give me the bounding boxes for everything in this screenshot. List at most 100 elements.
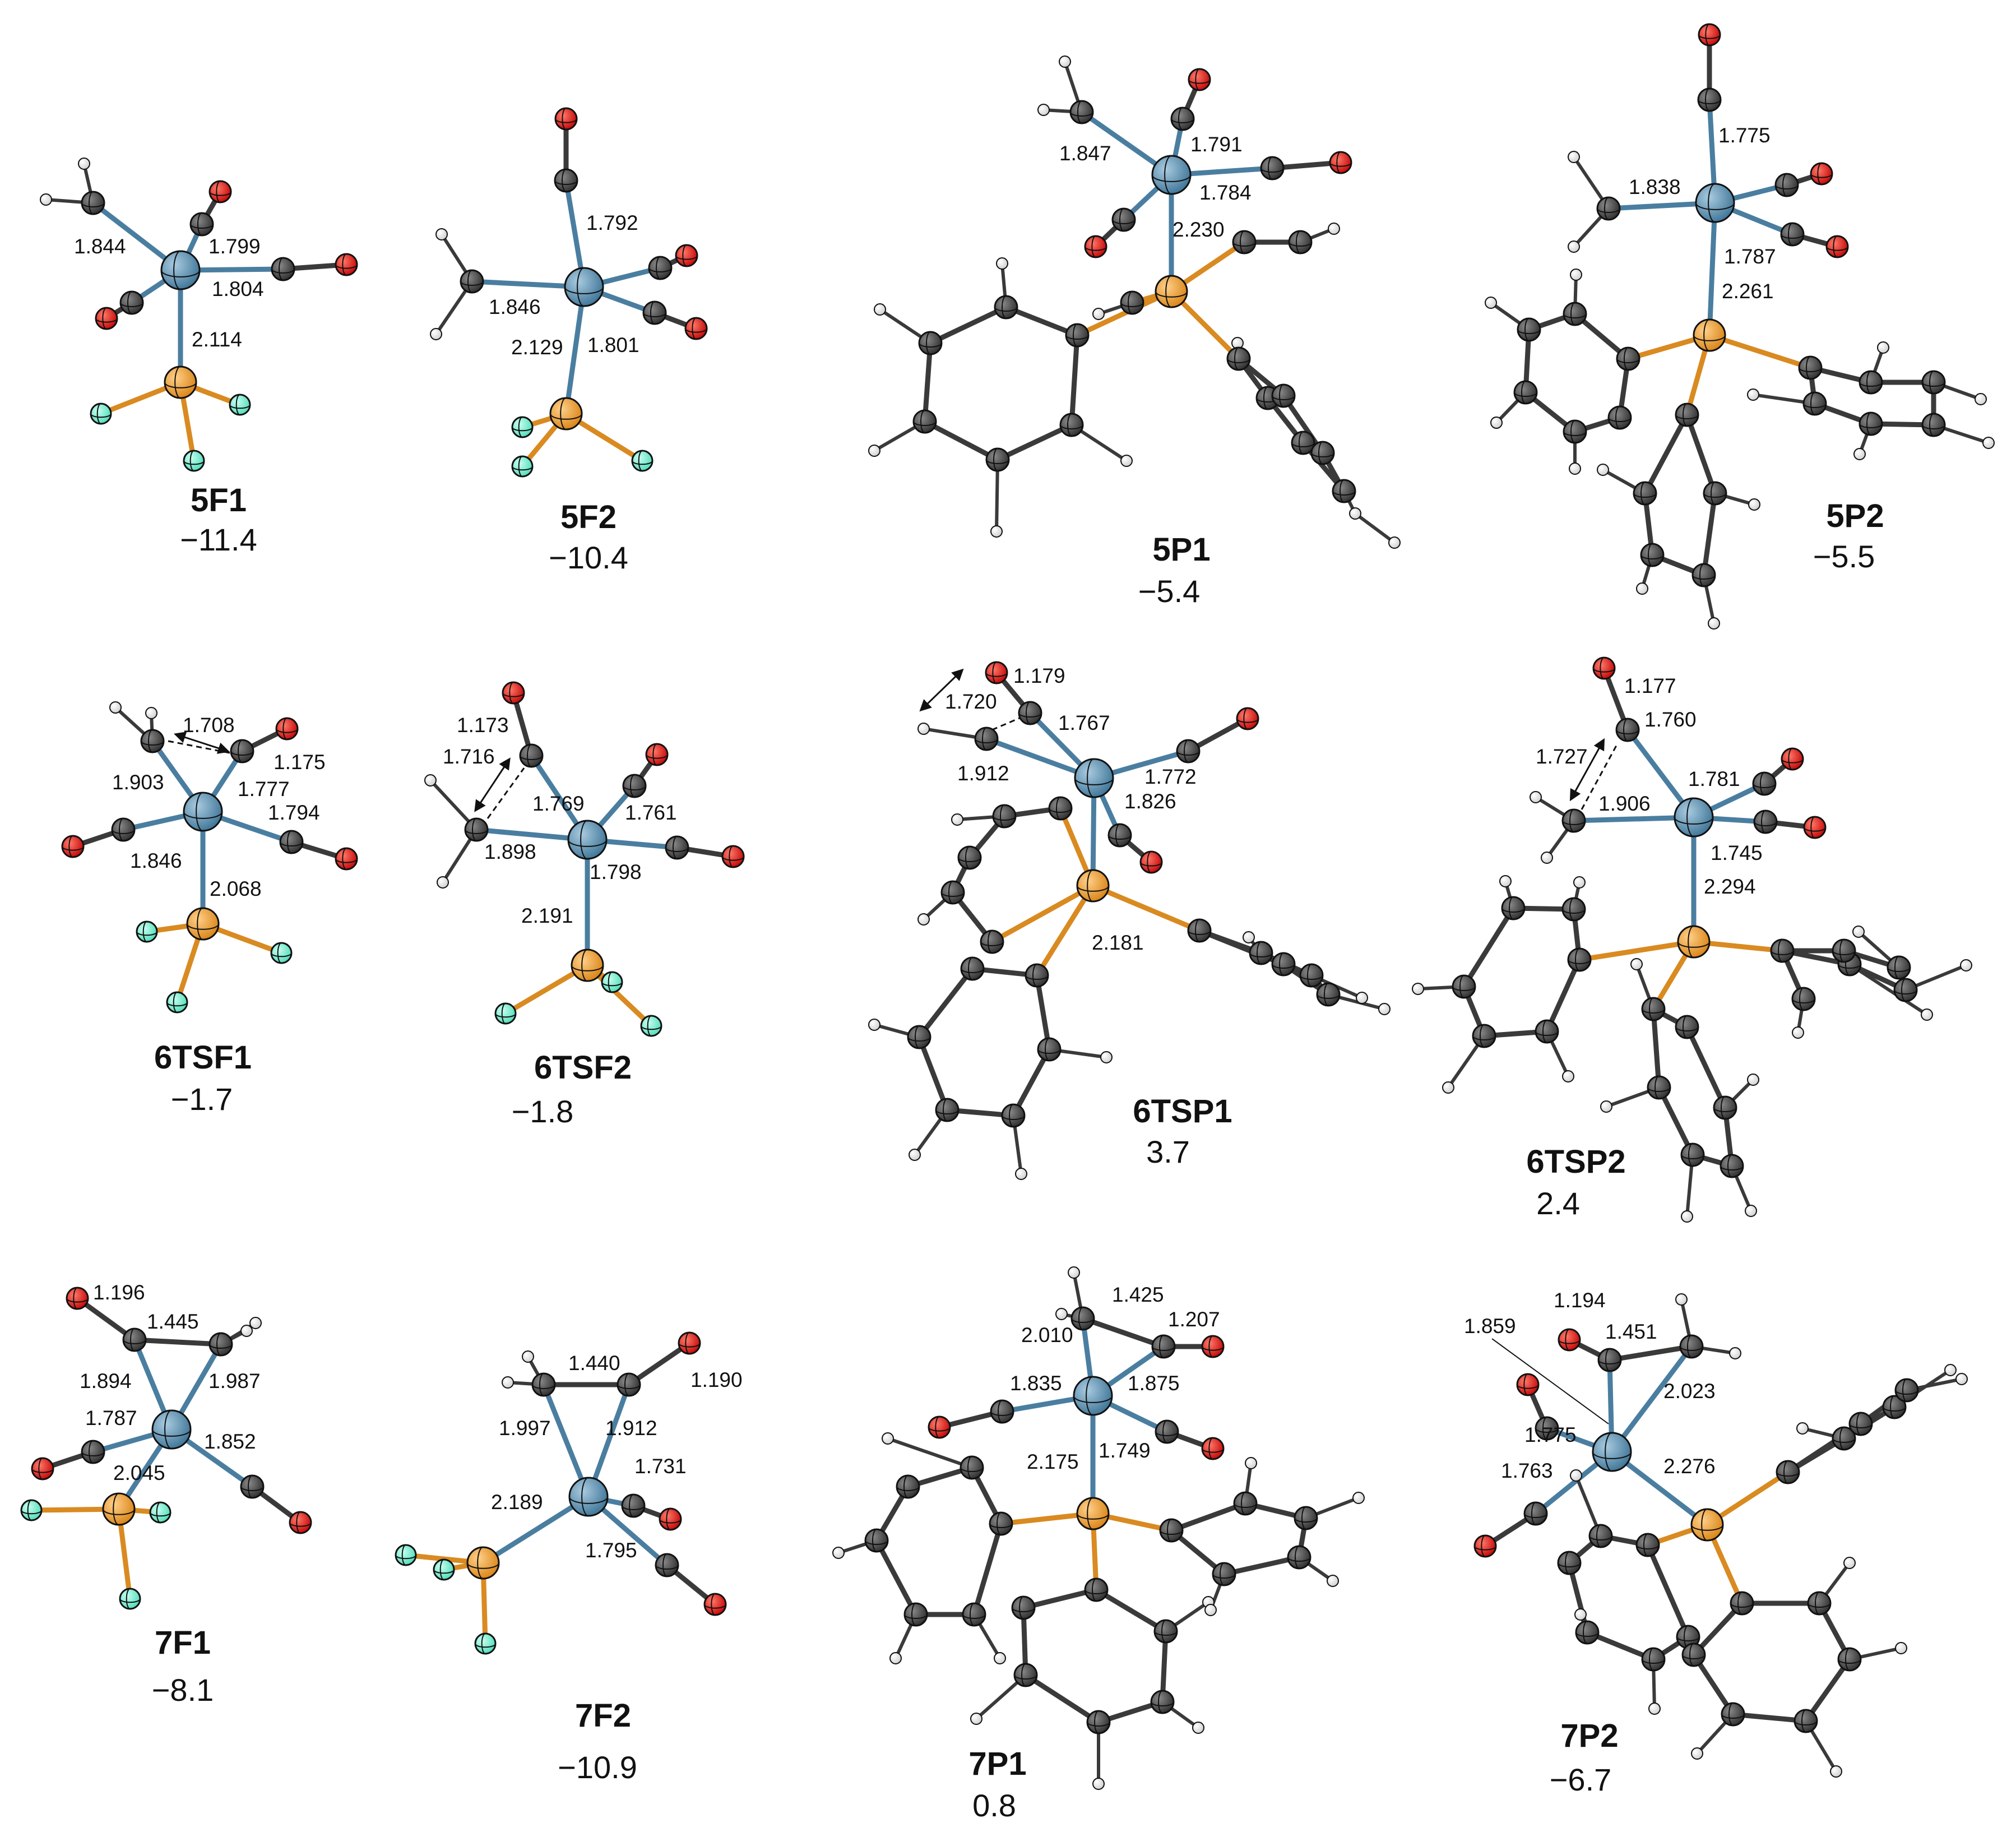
atom-c — [1561, 897, 1586, 922]
bond-length-label: 2.010 — [1021, 1324, 1073, 1347]
atom-c — [1713, 1095, 1737, 1120]
atom-c — [1271, 952, 1296, 977]
structure-name: 5P2 — [1826, 498, 1884, 534]
atom-f — [511, 416, 534, 438]
atom-o — [645, 743, 669, 766]
atom-c — [1921, 413, 1946, 437]
atom-mn — [1674, 797, 1714, 838]
bond — [1074, 289, 1174, 338]
atom-o — [1236, 707, 1259, 730]
atom-c — [1675, 403, 1699, 427]
atom-c — [1680, 1142, 1705, 1167]
atom-c — [994, 295, 1018, 320]
atom-c — [1011, 1595, 1036, 1620]
bond-length-label: 1.847 — [1059, 142, 1111, 165]
atom-mn — [1695, 183, 1735, 223]
atom-f — [119, 1588, 141, 1610]
bond — [1011, 1047, 1052, 1118]
atom-mn — [151, 1409, 192, 1450]
atom-c — [1681, 1643, 1706, 1667]
bond-length-label: 1.912 — [957, 762, 1009, 785]
atom-h — [1569, 462, 1581, 475]
atom-h — [1328, 223, 1340, 235]
atom-c — [554, 168, 578, 193]
atom-h — [1574, 1608, 1587, 1621]
atom-c — [1780, 222, 1805, 247]
atom-c — [990, 1399, 1014, 1424]
atom-o — [678, 1331, 701, 1355]
bond-length-label: 1.175 — [274, 751, 326, 774]
relative-energy: −10.4 — [549, 540, 628, 575]
bond-length-label: 2.068 — [210, 877, 262, 900]
atom-o — [61, 835, 85, 858]
bond — [1169, 1501, 1248, 1533]
atom-h — [1792, 1026, 1804, 1039]
atom-c — [1802, 391, 1827, 416]
atom-c — [1226, 346, 1251, 371]
bond — [480, 1494, 591, 1566]
atom-h — [1245, 1457, 1257, 1469]
bond-length-label: 1.852 — [204, 1430, 256, 1453]
bond-length-label: 1.859 — [1464, 1315, 1516, 1338]
atom-h — [1748, 498, 1760, 511]
atom-c — [1776, 1460, 1800, 1484]
bond — [1003, 304, 1080, 338]
atom-c — [1513, 380, 1538, 405]
atom-h — [435, 228, 448, 240]
bond — [1080, 1316, 1166, 1349]
atom-o — [554, 107, 578, 131]
atom-h — [1597, 464, 1609, 476]
atom-o — [1698, 23, 1721, 47]
bond-length-label: 1.763 — [1501, 1459, 1553, 1482]
atom-f — [511, 455, 534, 478]
atom-c — [1299, 963, 1324, 988]
bond — [1656, 1085, 1695, 1158]
bond-length-label: 1.775 — [1718, 124, 1771, 147]
bond — [1023, 1672, 1101, 1725]
bond-length-label: 2.230 — [1172, 218, 1225, 241]
bond — [1577, 939, 1697, 963]
bond-length-label: 1.844 — [74, 235, 126, 258]
atom-h — [78, 158, 90, 170]
atom-h — [1120, 455, 1133, 467]
bond — [1093, 1587, 1169, 1634]
bond — [922, 419, 1000, 462]
bond — [1607, 1344, 1694, 1363]
atom-o — [659, 1507, 682, 1531]
relative-energy: 0.8 — [972, 1788, 1016, 1823]
atom-c — [1233, 1491, 1258, 1516]
atom-c — [1641, 1647, 1666, 1672]
bond — [1069, 332, 1080, 428]
atom-h — [1843, 1557, 1856, 1569]
atom-f — [183, 450, 205, 472]
bond-length-label: 1.912 — [605, 1417, 657, 1440]
atom-o — [289, 1511, 312, 1534]
atom-f — [20, 1499, 43, 1521]
atom-c — [974, 727, 999, 751]
atom-c — [992, 804, 1017, 829]
atom-h — [1568, 240, 1580, 253]
atom-c — [655, 1553, 679, 1577]
atom-c — [1859, 411, 1883, 436]
atom-h — [1055, 1308, 1068, 1320]
double-arrow — [174, 732, 230, 754]
bond-length-label: 1.898 — [484, 840, 536, 863]
bond — [1354, 512, 1396, 544]
atom-h — [994, 1652, 1006, 1664]
bond-length-label: 1.727 — [1536, 745, 1588, 768]
structure-name: 7F1 — [155, 1625, 211, 1661]
atom-c — [1260, 156, 1285, 181]
bond-length-label: 1.445 — [147, 1310, 199, 1333]
structure-name: 5P1 — [1152, 531, 1210, 568]
atom-f — [149, 1501, 172, 1524]
relative-energy: −8.1 — [152, 1672, 214, 1708]
atom-h — [868, 1019, 880, 1031]
atom-mn — [567, 820, 608, 860]
atom-c — [1316, 982, 1341, 1007]
bond-length-label: 1.440 — [568, 1352, 620, 1375]
atom-o — [1473, 1534, 1497, 1558]
atom-c — [1155, 1419, 1179, 1444]
atom-c — [1176, 739, 1201, 764]
